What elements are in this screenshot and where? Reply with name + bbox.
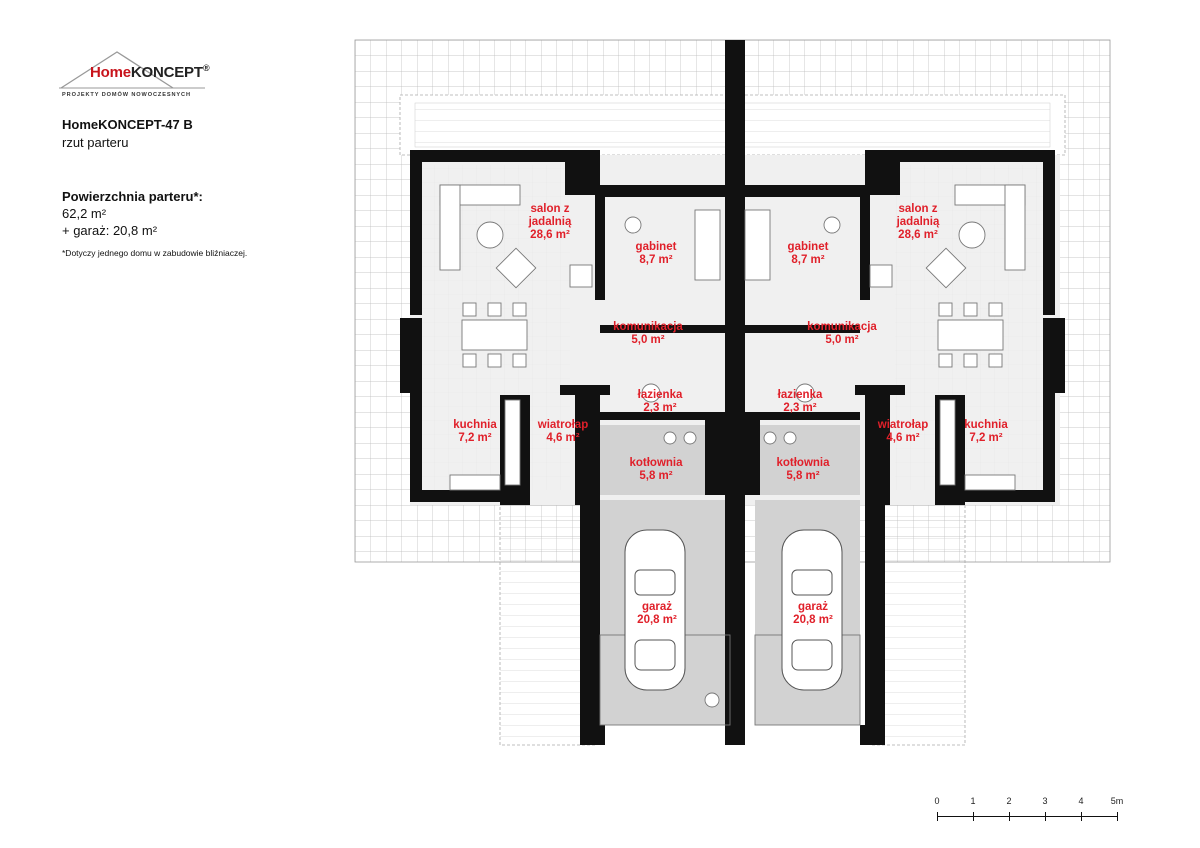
car-left-icon bbox=[624, 529, 686, 691]
info-panel: HomeKONCEPT ® PROJEKTY DOMÓW NOWOCZESNYC… bbox=[0, 0, 340, 300]
scale-label: 3 bbox=[1042, 796, 1048, 806]
logo-tagline: PROJEKTY DOMÓW NOWOCZESNYCH bbox=[62, 92, 191, 98]
furniture-right bbox=[744, 184, 1026, 726]
scale-label: 4 bbox=[1078, 796, 1084, 806]
furniture-left bbox=[439, 184, 731, 726]
scale-label: 5m bbox=[1110, 796, 1124, 806]
garage-area: + garaż: 20,8 m² bbox=[62, 223, 158, 238]
project-subtitle: rzut parteru bbox=[62, 135, 129, 150]
scale-bar: 0 1 2 3 4 5m bbox=[925, 796, 1135, 836]
walls-right bbox=[745, 150, 1065, 745]
area-note: *Dotyczy jednego domu w zabudowie bliźni… bbox=[62, 248, 248, 258]
project-title: HomeKONCEPT-47 B bbox=[62, 117, 193, 132]
scale-tick bbox=[1117, 812, 1118, 821]
scale-label: 1 bbox=[970, 796, 976, 806]
scale-label: 0 bbox=[934, 796, 940, 806]
car-right-icon bbox=[781, 529, 843, 691]
terrace-right bbox=[869, 499, 966, 746]
registered-mark: ® bbox=[203, 63, 210, 73]
area-label: Powierzchnia parteru*: bbox=[62, 189, 203, 204]
scale-label: 2 bbox=[1006, 796, 1012, 806]
scale-line bbox=[937, 816, 1117, 817]
area-value: 62,2 m² bbox=[62, 206, 107, 221]
house-logo-icon bbox=[59, 51, 205, 89]
logo-wordmark: HomeKONCEPT bbox=[90, 64, 203, 81]
party-wall bbox=[725, 40, 745, 745]
